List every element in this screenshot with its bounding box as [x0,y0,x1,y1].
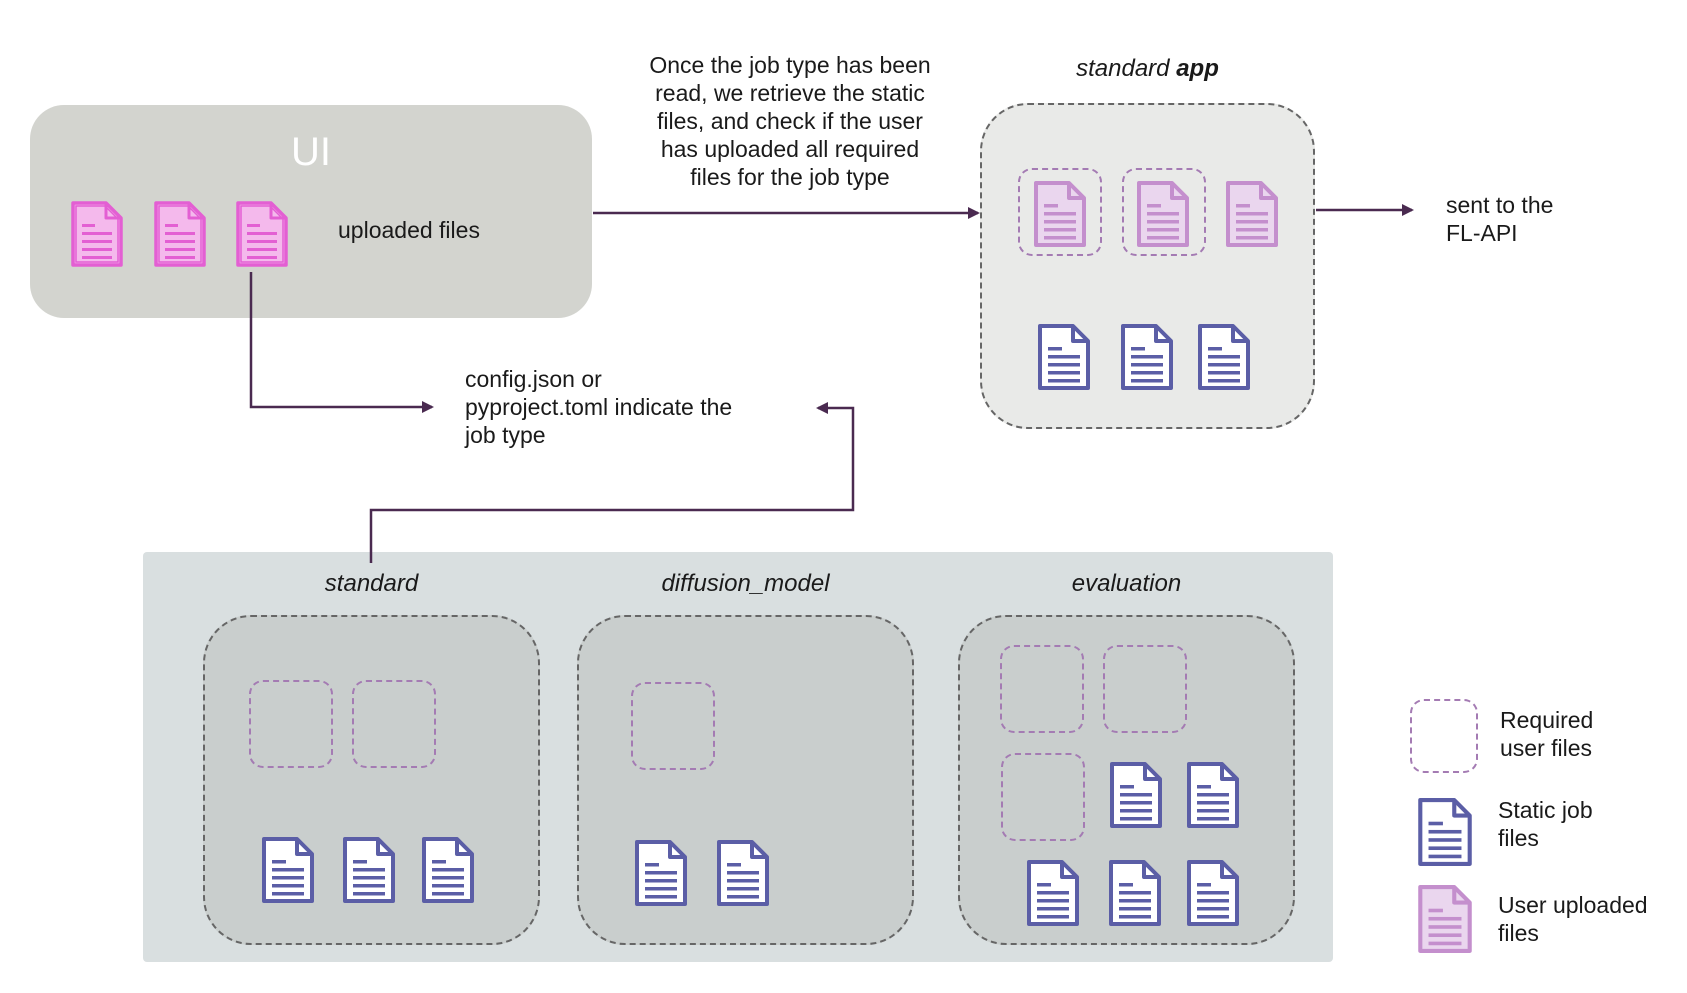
legend-required-line: user files [1500,735,1593,761]
output-note: sent to the FL-API [1446,191,1553,247]
template-to-config-arrow [369,402,855,563]
retrieve-note-line: files, and check if the user [657,108,923,134]
legend-static-label: Static job files [1498,796,1593,852]
template-title-standard: standard [324,570,419,597]
output-note-line: FL-API [1446,220,1518,246]
config-note-line: config.json or [465,366,602,392]
required-slot-filled [1018,168,1102,256]
required-slot [1103,645,1187,733]
config-note-line: pyproject.toml indicate the [465,394,733,420]
app-box [980,103,1315,429]
config-note-line: job type [465,422,546,448]
config-note: config.json or pyproject.toml indicate t… [465,365,732,449]
template-box-standard [203,615,540,945]
ui-panel [30,105,592,318]
template-title-evaluation: evaluation [1071,570,1182,597]
app-title-italic: standard [1076,55,1170,82]
legend-static-line: Static job [1498,797,1593,823]
legend-required-label: Required user files [1500,706,1593,762]
required-slot [1000,645,1084,733]
required-slot [1001,753,1085,841]
template-title-diffusion: diffusion_model [661,570,830,597]
retrieve-note-line: read, we retrieve the static [655,80,925,106]
legend-uploaded-line: files [1498,920,1539,946]
retrieve-note-line: files for the job type [690,164,890,190]
required-slot [631,682,715,770]
legend-required-line: Required [1500,707,1594,733]
retrieve-note-line: Once the job type has been [649,52,931,78]
legend-uploaded-label: User uploaded files [1498,891,1648,947]
retrieve-note: Once the job type has been read, we retr… [595,51,985,191]
retrieve-note-line: has uploaded all required [660,136,920,162]
required-slot [352,680,436,768]
file-to-config-arrow [249,272,434,413]
required-slot-filled [1122,168,1206,256]
ui-title: UI [291,130,331,174]
app-title: standard app [980,54,1315,84]
uploaded-files-label: uploaded files [338,217,480,243]
app-title-bold: app [1176,55,1219,82]
required-slot [249,680,333,768]
legend-uploaded-line: User uploaded [1498,892,1648,918]
output-note-line: sent to the [1446,192,1554,218]
legend-required-icon [1410,699,1478,773]
legend-static-line: files [1498,825,1539,851]
